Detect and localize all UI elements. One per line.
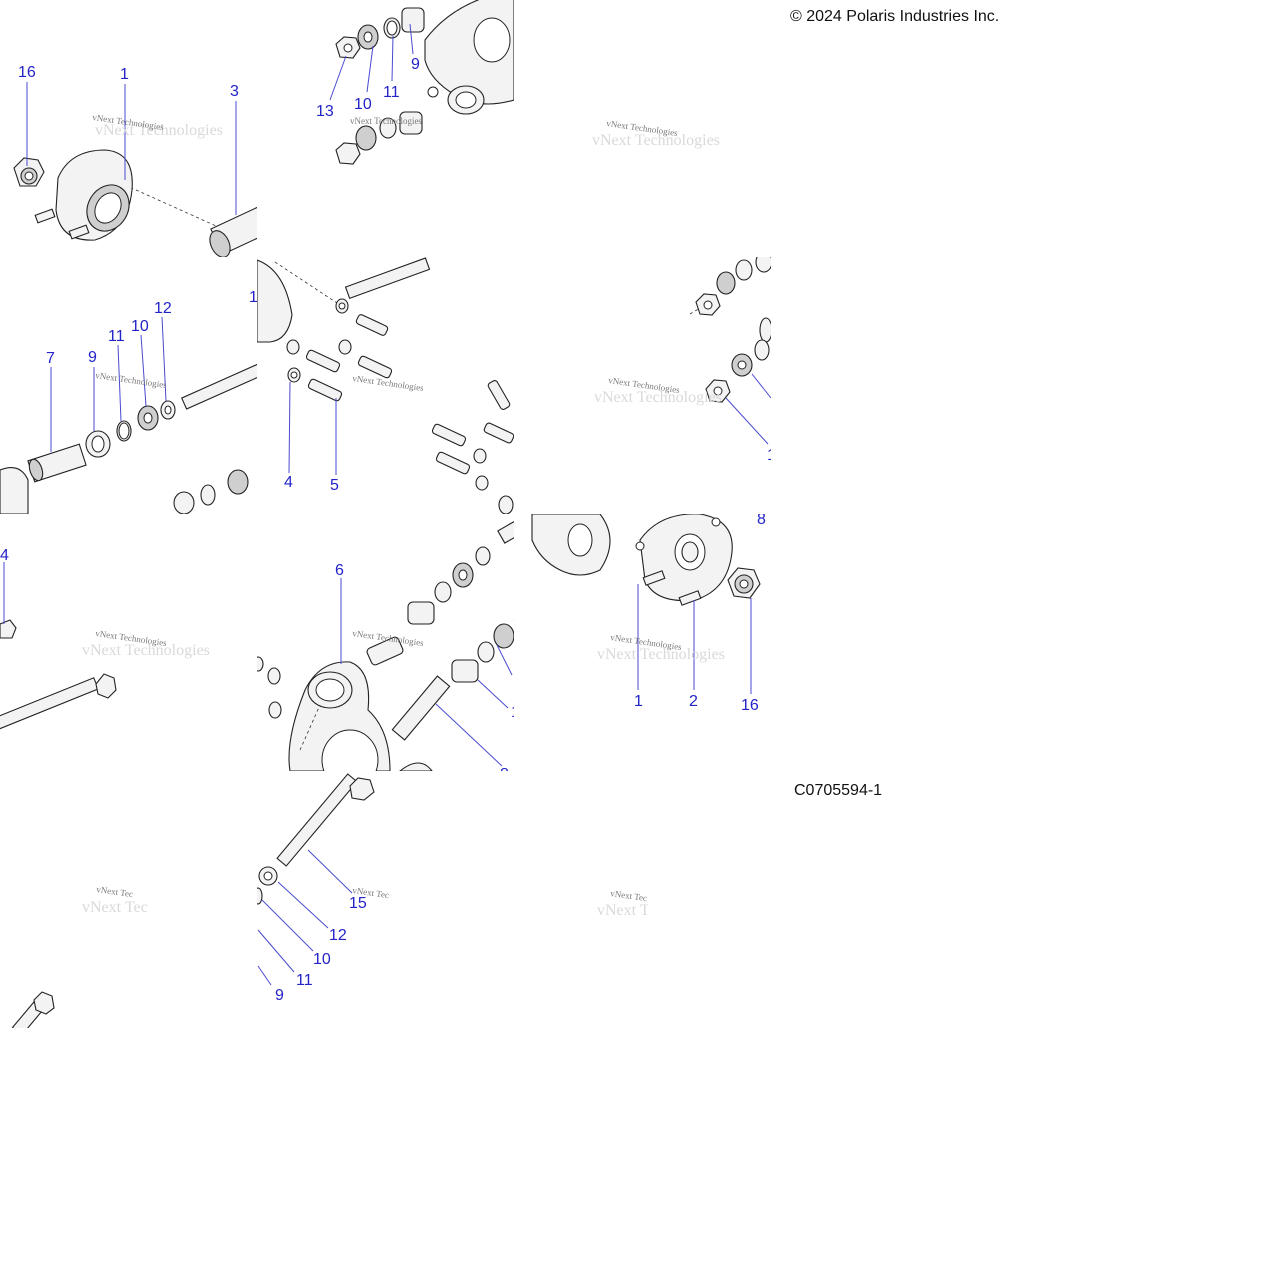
callout-label: 7 [46,350,55,367]
tile-bolts-washers: vNext Technologies 4 5 [257,257,514,514]
callout-label: 11 [296,972,313,989]
sleeve [209,202,257,257]
callout-label: 11 [383,84,400,101]
bushing-stack [335,7,425,165]
flange-nut [13,157,45,187]
watermark: vNext Tec [597,902,663,919]
watermark: vNext Technologies [95,370,168,390]
callout-label: 13 [316,103,334,120]
watermark: vNext Technologies [95,122,223,139]
callout-label: 10 [313,951,331,968]
callout-label: 12 [154,300,172,317]
callout-label: 15 [349,895,367,912]
tile-bolt-partial: vNext Tec vNext Tec [11,884,148,1028]
tile-nuts: vNext Technologies vNext Technologies 1 [594,257,776,464]
callout-label: 16 [18,64,36,81]
watermark: vNext Technologies [592,132,720,149]
callout-label: 10 [538,682,556,699]
callout-label: 5 [330,477,339,494]
watermark: vNext Tec [610,888,648,903]
callout-label: 9 [411,56,420,73]
callout-label: 4 [284,474,293,491]
callout-label: 9 [580,634,589,651]
watermark: vNext Tec [82,899,148,916]
tile-knuckle-bottom: vNext Technologies 6 9 11 10 13 8 [257,520,589,783]
tile-blank-watermark: vNext Technologies vNext Technologies [592,118,720,149]
callout-label: 1 [120,66,129,83]
callout-label: 1 [634,693,643,710]
tile-hub-right: vNext Technologies vNext Technologies 1 … [531,511,766,714]
callout-label: 10 [354,96,372,113]
watermark: vNext Technologies [594,389,722,406]
callout-label: 3 [230,83,239,100]
callout-label: 10 [131,318,149,335]
diagram-code: C0705594-1 [794,782,883,799]
copyright-notice: © 2024 Polaris Industries Inc. [790,8,1000,25]
watermark: vNext Tec [96,884,134,899]
tile-blank-watermark: vNext Tec vNext Tec [597,888,663,919]
callout-label: 11 [555,661,572,678]
tile-spacer-stack: vNext Technologies 7 9 11 10 12 1 [0,289,258,514]
tile-hub-assembly: vNext Technologies vNext Technologies 16… [13,64,257,257]
callout-label: 8 [500,766,509,783]
callout-label: 8 [757,511,766,528]
callout-label: 9 [275,987,284,1004]
callout-label: 13 [511,704,529,721]
tile-long-bolt: vNext Technologies vNext Technologies 4 [0,547,210,731]
callout-label: 16 [741,697,759,714]
callout-label: 9 [88,349,97,366]
callout-label: 1 [249,289,258,306]
callout-label: 4 [0,547,9,564]
tile-knuckle-top: vNext Technologies 13 10 11 9 [316,0,514,165]
watermark: vNext Technologies [350,116,422,126]
callout-label: 12 [329,927,347,944]
callout-label: 2 [689,693,698,710]
wheel-hub [34,149,133,241]
callout-label: 11 [108,328,125,345]
watermark: vNext Technologies [82,642,210,659]
tile-bolt-washers: vNext Tec 15 12 10 11 9 [257,773,390,1004]
callout-label: 1 [767,447,776,464]
watermark: vNext Technologies [597,646,725,663]
callout-label: 6 [335,562,344,579]
